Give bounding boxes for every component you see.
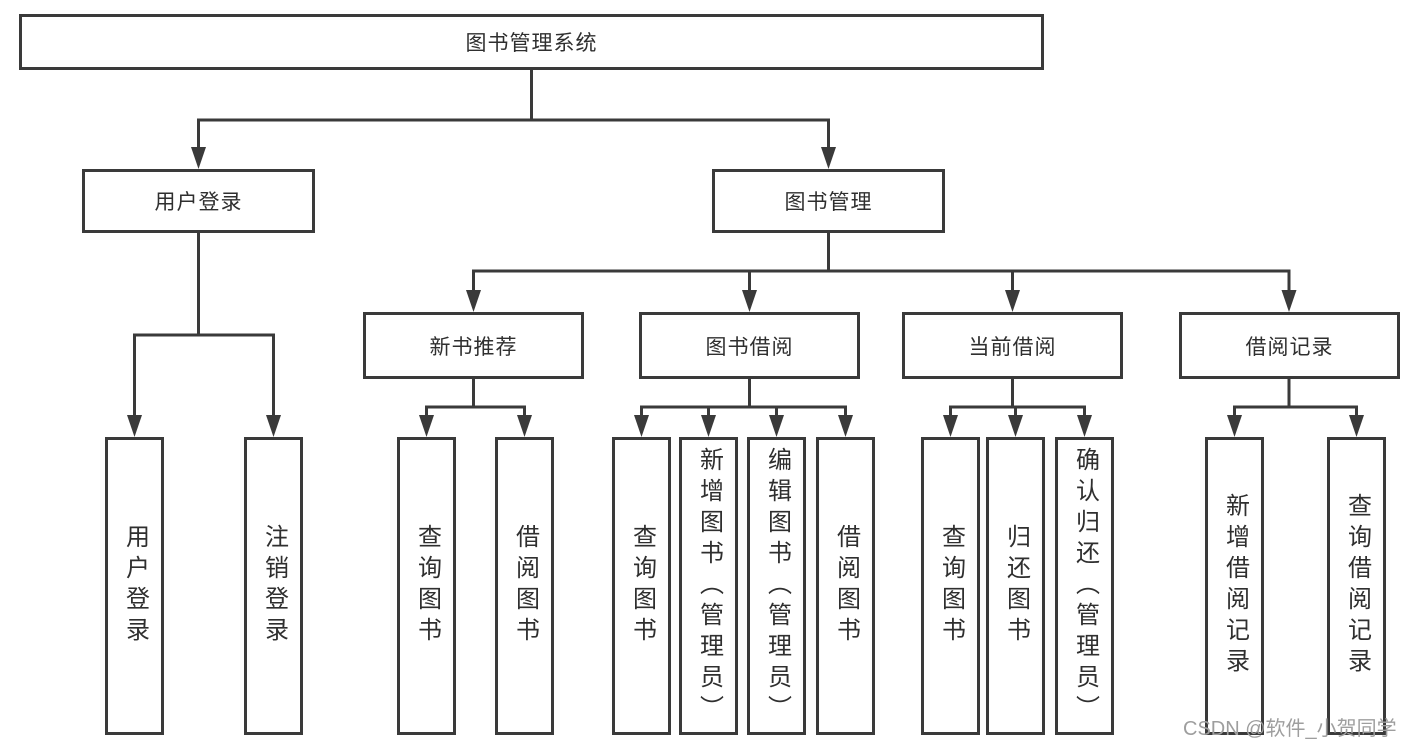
watermark: CSDN @软件_小贺同学 [1183,718,1397,740]
node-book-management: 图书管理 [712,169,945,233]
node-library-system: 图书管理系统 [19,14,1044,70]
leaf-query-books-current: 查询图书 [921,437,980,735]
leaf-user-login: 用户登录 [105,437,164,735]
leaf-query-borrow-record: 查询借阅记录 [1327,437,1386,735]
leaf-add-books-admin: 新增图书（管理员） [679,437,738,735]
leaf-add-borrow-record: 新增借阅记录 [1205,437,1264,735]
leaf-return-books: 归还图书 [986,437,1045,735]
leaf-confirm-return-admin: 确认归还（管理员） [1055,437,1114,735]
node-new-book-recommend: 新书推荐 [363,312,584,379]
leaf-query-books-borrow: 查询图书 [612,437,671,735]
node-user-login: 用户登录 [82,169,315,233]
node-borrow-records: 借阅记录 [1179,312,1400,379]
leaf-logout: 注销登录 [244,437,303,735]
leaf-query-books-recommend: 查询图书 [397,437,456,735]
node-book-borrow: 图书借阅 [639,312,860,379]
leaf-borrow-books: 借阅图书 [816,437,875,735]
node-current-borrow: 当前借阅 [902,312,1123,379]
leaf-borrow-books-recommend: 借阅图书 [495,437,554,735]
leaf-edit-books-admin: 编辑图书（管理员） [747,437,806,735]
